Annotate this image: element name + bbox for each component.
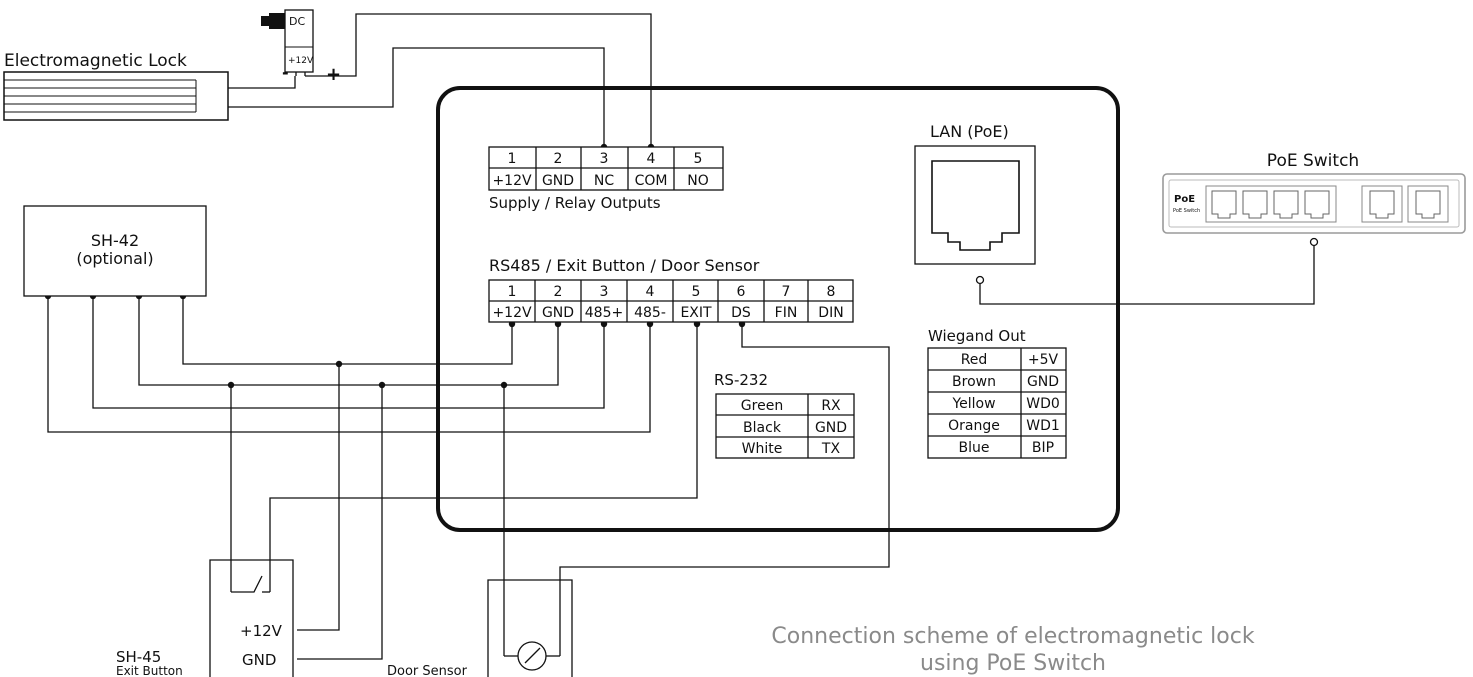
relay-pin-label: NC (594, 173, 614, 189)
lock-label: Electromagnetic Lock (4, 51, 187, 71)
supply-relay-terminal (488, 146, 724, 191)
lock-body (3, 71, 229, 121)
rs485-pin-label: 485- (634, 305, 666, 321)
relay-pin-number: 1 (508, 151, 517, 167)
rs485-pin-number: 5 (692, 284, 701, 300)
sh45-device (209, 559, 294, 677)
controller-board (436, 86, 1120, 532)
rs485-terminal (488, 279, 854, 323)
rs485-pin-label: EXIT (680, 305, 712, 321)
dc-adapter-label: DC (289, 15, 305, 28)
relay-pin-number: 2 (554, 151, 563, 167)
wiegand-signal: BIP (1032, 440, 1054, 456)
rs485-pin-number: 1 (508, 284, 517, 300)
sh42-note: (optional) (76, 249, 153, 268)
sh42-name: SH-42 (91, 231, 139, 250)
wiegand-signal: WD0 (1026, 396, 1060, 412)
wiegand-signal: WD1 (1026, 418, 1060, 434)
rs232-wire-color: Black (743, 420, 782, 436)
wiegand-wire-color: Brown (952, 374, 996, 390)
rs485-pin-label: DIN (818, 305, 843, 321)
dc-minus-label: - (282, 63, 289, 82)
rs232-wire-color: Green (741, 398, 783, 414)
relay-pin-label: NO (687, 173, 709, 189)
poe-switch-title: PoE Switch (1267, 151, 1359, 171)
wiegand-table (927, 347, 1067, 459)
rs485-pin-label: FIN (775, 305, 798, 321)
rs232-table (715, 393, 855, 459)
poe-switch-logo-sub: PoE Switch (1173, 208, 1200, 214)
wiegand-wire-color: Blue (959, 440, 990, 456)
rs232-wire-color: White (742, 441, 783, 457)
relay-pin-label: COM (635, 173, 668, 189)
relay-pin-number: 3 (600, 151, 609, 167)
wiegand-wire-color: Red (961, 352, 988, 368)
sh42-device (23, 205, 207, 297)
poe-switch-logo: PoE (1174, 194, 1195, 205)
wiegand-signal: +5V (1028, 352, 1059, 368)
rs485-pin-number: 4 (646, 284, 655, 300)
sh45-name: SH-45 (116, 648, 161, 666)
rs485-pin-number: 7 (782, 284, 791, 300)
dc-plus-label: + (326, 64, 341, 85)
dc-adapter (261, 9, 334, 77)
rs232-title: RS-232 (714, 371, 768, 389)
rs485-pin-label: GND (542, 305, 574, 321)
lan-connector-point (975, 275, 985, 285)
switch-connector-point (1309, 237, 1319, 247)
rs485-pin-number: 8 (827, 284, 836, 300)
rs485-pin-label: 485+ (585, 305, 623, 321)
wiegand-signal: GND (1027, 374, 1059, 390)
diagram-caption-line2: using PoE Switch (920, 651, 1106, 676)
lan-label: LAN (PoE) (930, 122, 1009, 141)
poe-switch-device (1162, 173, 1466, 234)
rs485-pin-label: +12V (492, 305, 532, 321)
rs485-pin-label: DS (731, 305, 751, 321)
rs232-signal: GND (815, 420, 847, 436)
wires (47, 13, 1315, 660)
rs232-signal: RX (821, 398, 841, 414)
wiegand-wire-color: Yellow (951, 396, 995, 412)
ethernet-port-icons (1211, 190, 1441, 219)
dc-adapter-voltage: +12V (288, 56, 314, 66)
relay-pin-label: +12V (492, 173, 532, 189)
door-sensor-device (487, 579, 573, 677)
rs485-title: RS485 / Exit Button / Door Sensor (489, 256, 760, 275)
sh45-sub: Exit Button (116, 664, 183, 677)
diagram-caption-line1: Connection scheme of electromagnetic loc… (771, 624, 1254, 649)
wiegand-wire-color: Orange (948, 418, 1000, 434)
relay-pin-label: GND (542, 173, 574, 189)
rs485-pin-number: 2 (554, 284, 563, 300)
supply-relay-title: Supply / Relay Outputs (489, 194, 661, 212)
sh45-pin-gnd: GND (242, 651, 276, 669)
rs485-pin-number: 6 (737, 284, 746, 300)
relay-pin-number: 5 (694, 151, 703, 167)
rs485-pin-number: 3 (600, 284, 609, 300)
rs232-signal: TX (821, 441, 841, 457)
door-sensor-label: Door Sensor (387, 664, 468, 677)
wiegand-title: Wiegand Out (928, 327, 1026, 345)
lan-port-icon (914, 145, 1036, 265)
sh45-pin-plus12v: +12V (240, 622, 283, 640)
relay-pin-number: 4 (647, 151, 656, 167)
